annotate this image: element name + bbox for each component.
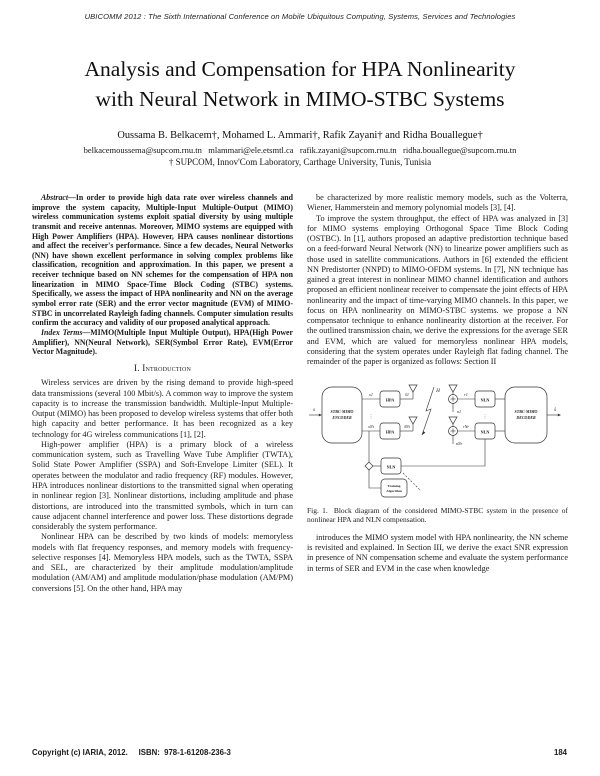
- figure-caption-label: Fig. 1.: [307, 505, 328, 515]
- page-number: 184: [553, 748, 567, 757]
- figure-1-caption: Fig. 1.Block diagram of the considered M…: [307, 506, 568, 525]
- nln-label-2: NLN: [481, 429, 490, 434]
- index-terms-lead: Index Terms: [41, 327, 83, 337]
- signal-label-shat: ŝ: [554, 407, 557, 413]
- noise-label-n1: n1: [457, 409, 461, 414]
- signal-label-xnt: xNt: [367, 424, 375, 429]
- body-paragraph-4: be characterized by more realistic memor…: [307, 193, 568, 213]
- nln-label-1: NLN: [481, 397, 490, 402]
- authors-emails: belkacemoussema@supcom.rnu.tn mlammari@e…: [83, 145, 517, 155]
- authors-affiliation: † SUPCOM, Innov'Com Laboratory, Carthage…: [168, 156, 432, 167]
- stbc-encoder-block: [321, 386, 363, 443]
- hpa-label-1: HPA: [386, 397, 395, 402]
- vertical-dots: ⋮: [483, 414, 488, 420]
- channel-label-H: H: [435, 388, 440, 394]
- paper-title-line2: with Neural Network in MIMO-STBC Systems: [95, 86, 505, 111]
- signal-label-r1: r1: [464, 392, 468, 397]
- paper-title-line1: Analysis and Compensation for HPA Nonlin…: [84, 57, 516, 81]
- training-algorithm-block: [380, 478, 408, 497]
- hpa-label-2: HPA: [386, 429, 395, 434]
- mimo-stbc-diagram: s STBC-MIMO ENCODER x1 xNt ⋮ HPA HPA: [309, 384, 561, 497]
- figure-1-block-diagram: s STBC-MIMO ENCODER x1 xNt ⋮ HPA HPA: [307, 378, 568, 502]
- intro-paragraph-1: Wireless services are driven by the risi…: [32, 378, 293, 439]
- abstract-lead: Abstract: [41, 193, 69, 202]
- noise-label-nnr: nNr: [456, 441, 463, 446]
- abstract-paragraph: Abstract—In order to provide high data r…: [32, 193, 293, 328]
- right-column: be characterized by more realistic memor…: [307, 193, 568, 574]
- copyright-isbn-footer: Copyright (c) IARIA, 2012. ISBN: 978-1-6…: [32, 748, 231, 757]
- vertical-dots: ⋮: [369, 414, 374, 420]
- rx-antenna-icon: [448, 384, 458, 393]
- channel-lightning-icon: [421, 386, 435, 435]
- decoder-label-line1: STBC-MIMO: [515, 409, 538, 414]
- encoder-label-line2: ENCODER: [331, 415, 352, 420]
- rx-antenna-icon: [448, 416, 458, 425]
- tx-antenna-icon: [408, 384, 418, 393]
- tx-antenna-icon: [408, 416, 418, 425]
- switch-node: [364, 461, 374, 471]
- section-heading-introduction: I. Introduction: [133, 362, 192, 373]
- signal-label-xtnt: x̃Nt: [403, 424, 411, 429]
- encoder-label-line1: STBC-MIMO: [331, 409, 354, 414]
- conference-header: UBICOMM 2012 : The Sixth International C…: [84, 12, 516, 21]
- authors-line: Oussama B. Belkacem†, Mohamed L. Ammari†…: [117, 130, 483, 141]
- body-paragraph-6: introduces the MIMO system model with HP…: [307, 532, 568, 573]
- paper-title: Analysis and Compensation for HPA Nonlin…: [35, 55, 565, 114]
- left-column: Abstract—In order to provide high data r…: [32, 193, 293, 594]
- body-paragraph-5: To improve the system throughput, the ef…: [307, 213, 568, 367]
- index-terms-paragraph: Index Terms—MIMO(Multiple Input Multiple…: [32, 328, 293, 357]
- signal-label-s: s: [313, 407, 315, 413]
- signal-label-x1: x1: [368, 392, 373, 397]
- figure-caption-text: Block diagram of the considered MIMO-STB…: [307, 505, 568, 525]
- decoder-label-line2: DECODER: [515, 415, 536, 420]
- index-terms-body: —MIMO(Multiple Input Multiple Output), H…: [32, 327, 293, 357]
- nln-training-label: NLN: [387, 464, 396, 469]
- intro-paragraph-3: Nonlinear HPA can be described by two ki…: [32, 532, 293, 593]
- abstract-body: —In order to provide high data rate over…: [32, 193, 293, 328]
- signal-label-rnr: rNr: [463, 424, 469, 429]
- training-label-line1: Training: [388, 484, 401, 488]
- intro-paragraph-2: High-power amplifier (HPA) is a primary …: [32, 439, 293, 532]
- training-label-line2: Algorithm: [386, 489, 402, 493]
- signal-label-xt1: x̃1: [404, 392, 409, 397]
